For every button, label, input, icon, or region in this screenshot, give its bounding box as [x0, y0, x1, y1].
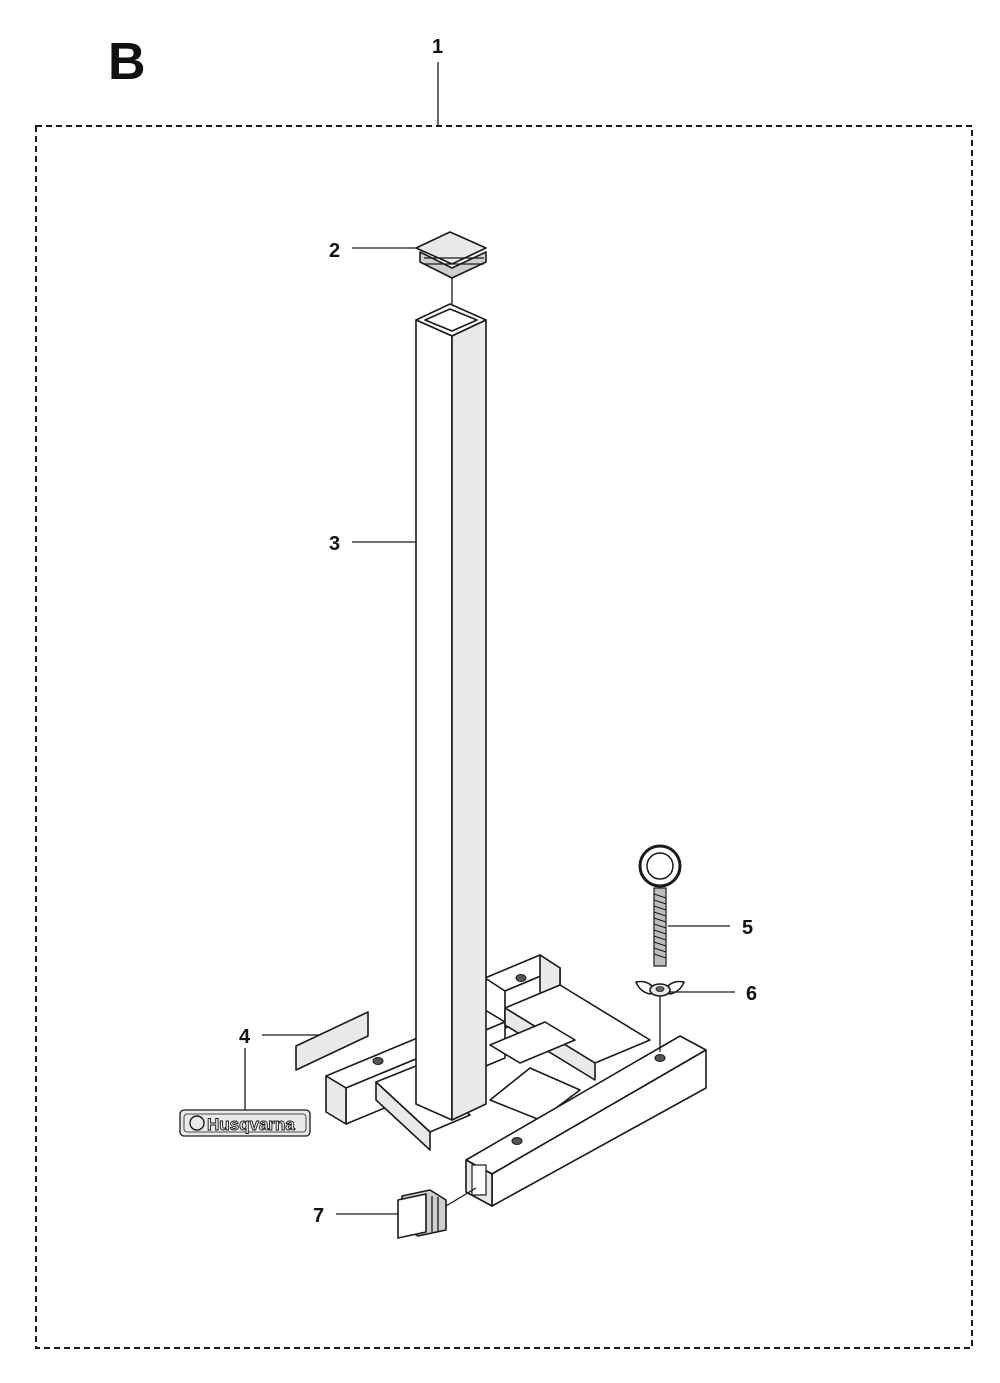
- callout-1[interactable]: 1: [432, 36, 443, 126]
- callout-6[interactable]: 6: [670, 983, 757, 1005]
- svg-text:3: 3: [329, 533, 340, 555]
- svg-text:7: 7: [313, 1205, 324, 1227]
- svg-text:6: 6: [746, 983, 757, 1005]
- svg-text:4: 4: [239, 1026, 251, 1048]
- svg-text:5: 5: [742, 917, 753, 939]
- callout-4[interactable]: 4: [239, 1026, 320, 1110]
- assembly-boundary: [35, 125, 973, 1349]
- callout-7[interactable]: 7: [313, 1205, 398, 1227]
- wing-nut: [635, 980, 685, 1052]
- husqvarna-logo-icon: [189, 1115, 205, 1131]
- eye-bolt: [638, 844, 682, 967]
- decal-brand-text: Husqvarna: [207, 1115, 295, 1134]
- end-plug: [397, 1187, 477, 1239]
- callout-5[interactable]: 5: [668, 917, 753, 939]
- decal-strip: [295, 1011, 369, 1071]
- column-tube: [415, 303, 487, 1121]
- section-letter: B: [108, 33, 146, 91]
- callout-2[interactable]: 2: [329, 240, 416, 262]
- top-cap: [415, 231, 487, 304]
- callout-3[interactable]: 3: [329, 533, 416, 555]
- svg-text:2: 2: [329, 240, 340, 262]
- husqvarna-decal: Husqvarna: [179, 1109, 311, 1137]
- svg-text:1: 1: [432, 36, 443, 58]
